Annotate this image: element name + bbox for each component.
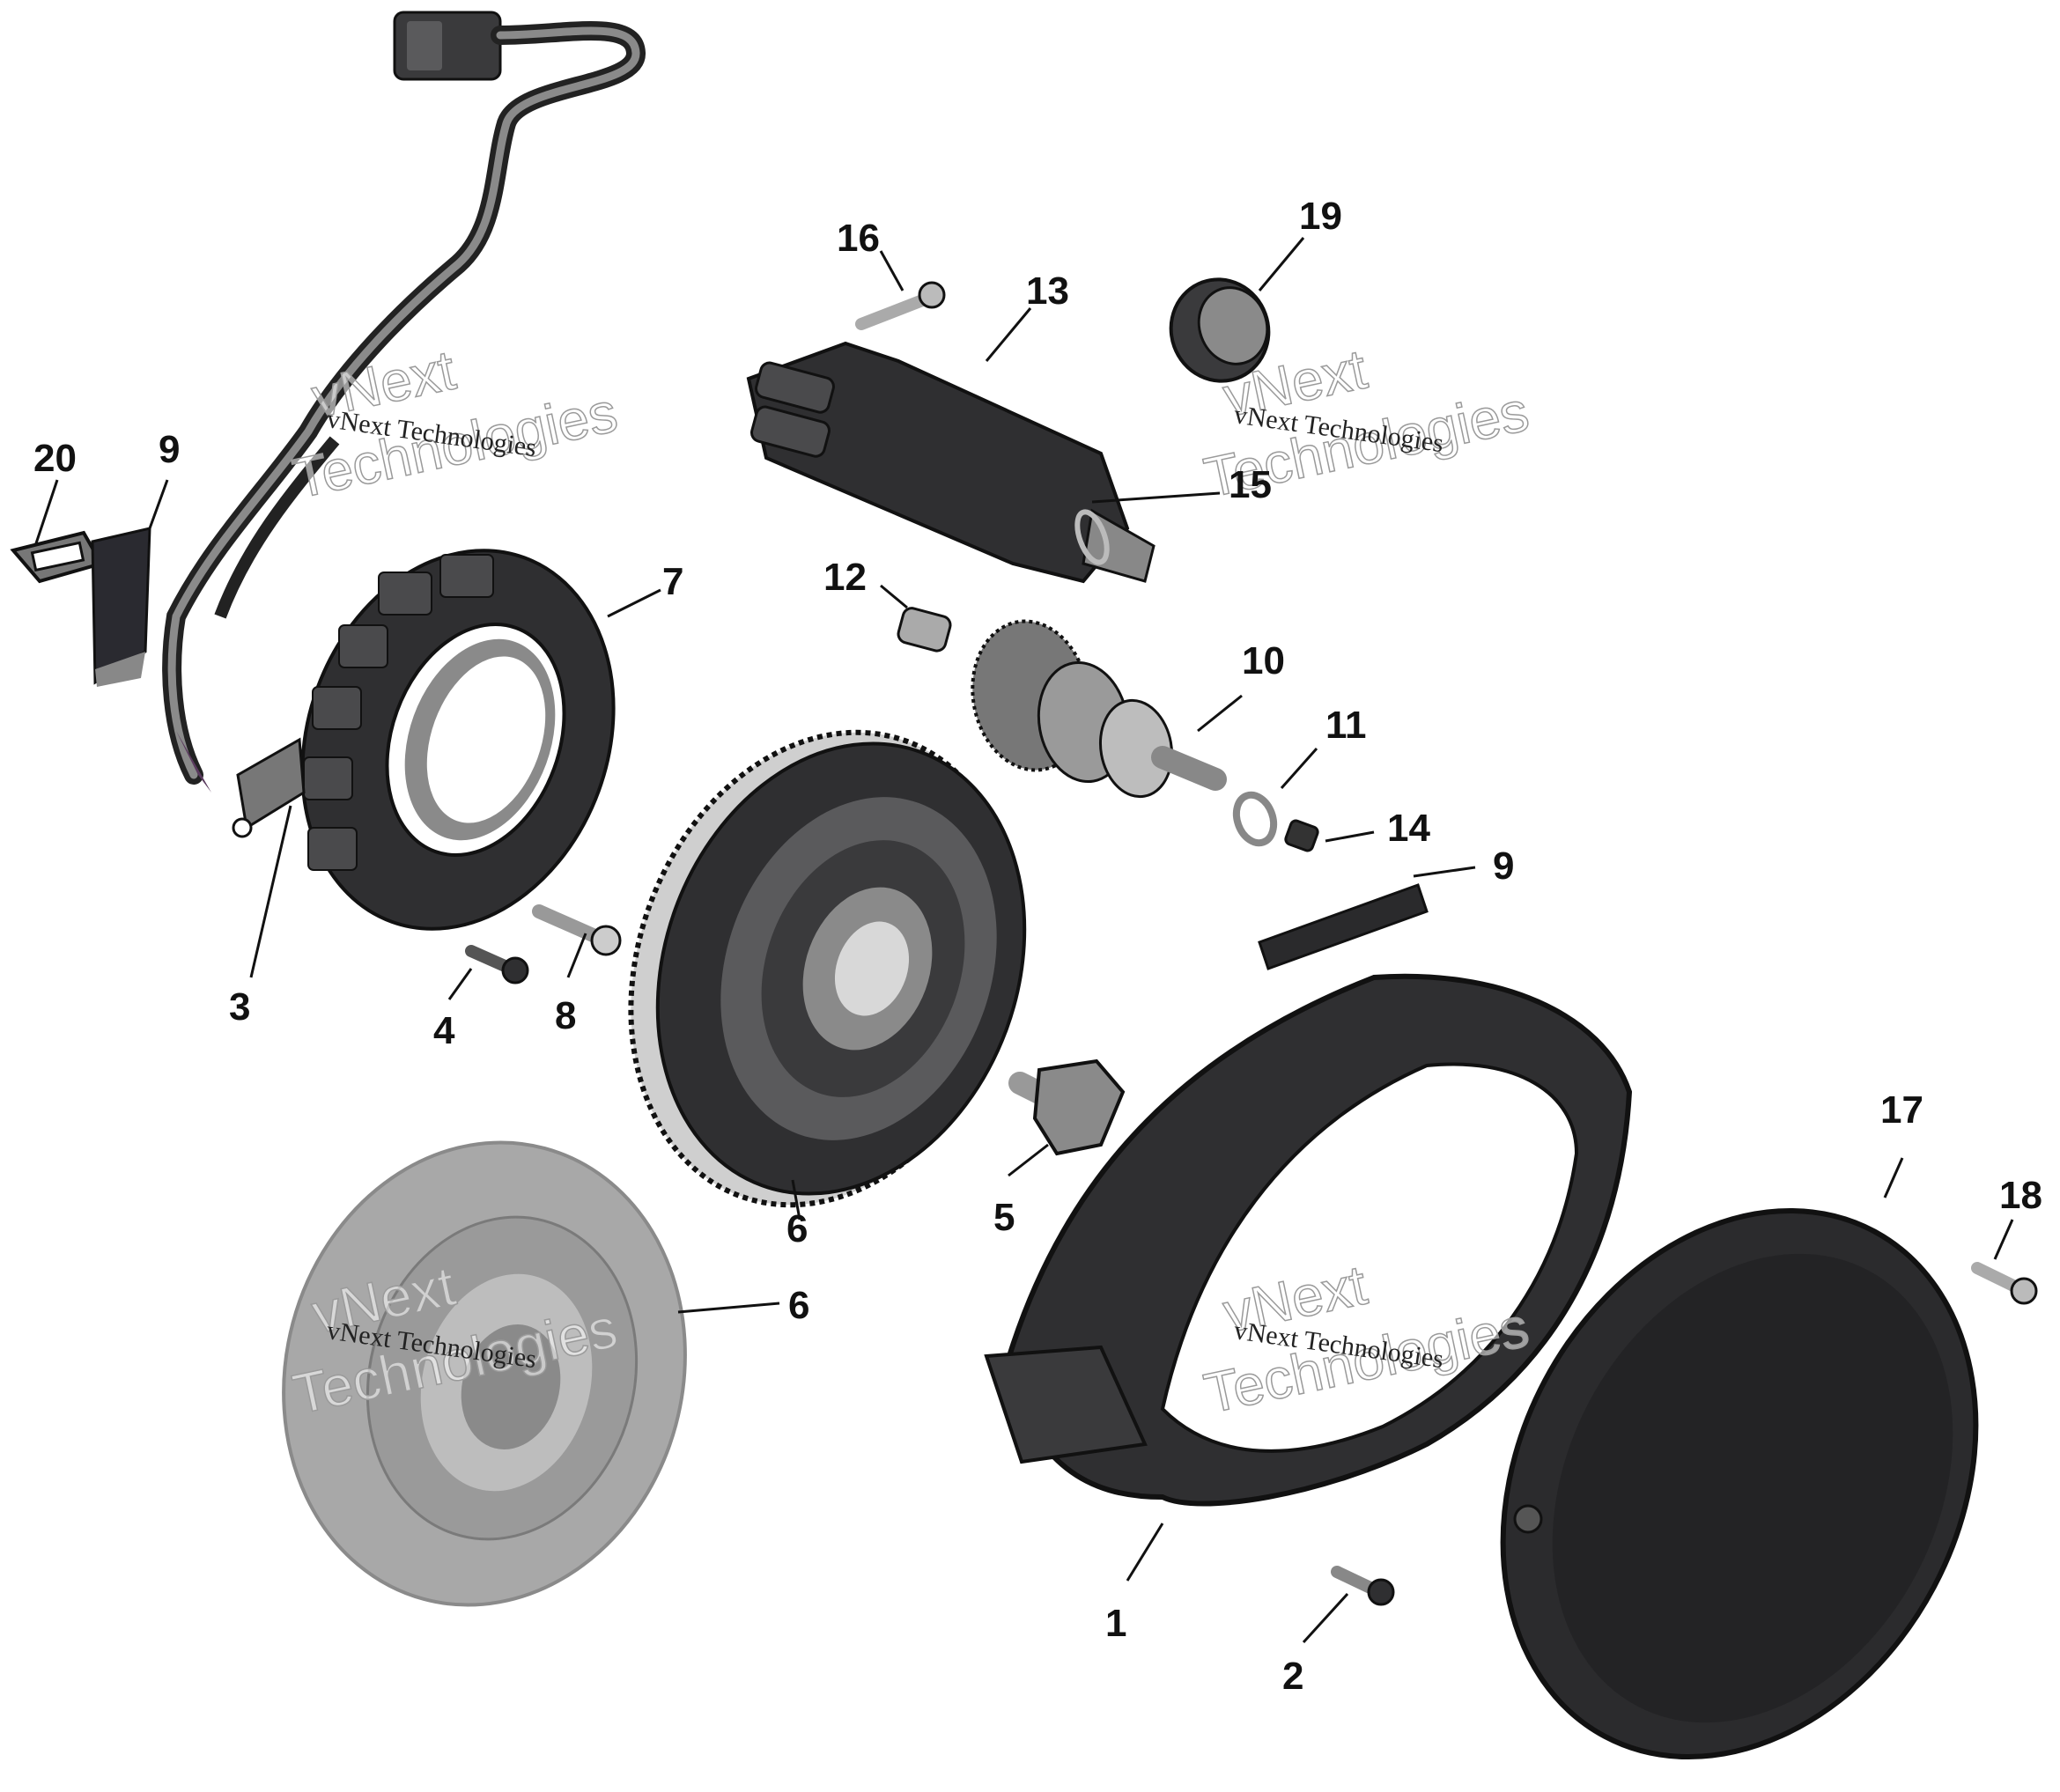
part-4-screw — [465, 945, 529, 984]
part-5-plug — [1008, 1058, 1126, 1156]
leader-lines — [33, 237, 2014, 1644]
callout-16: 16 — [837, 217, 880, 260]
callout-18: 18 — [1999, 1174, 2042, 1217]
callout-7: 7 — [662, 560, 683, 603]
callout-20: 20 — [33, 437, 77, 480]
callout-5: 5 — [993, 1196, 1015, 1239]
part-17-cover — [1500, 1207, 1979, 1760]
leader-5 — [1008, 1143, 1049, 1177]
part-3-stator — [232, 549, 616, 931]
callout-numbers: 20 9 7 3 4 8 16 13 19 15 12 10 11 14 9 6… — [33, 195, 2042, 1698]
leader-16 — [879, 250, 904, 291]
leader-9b — [1413, 866, 1476, 878]
callout-8: 8 — [555, 994, 576, 1037]
part-15-oring — [1074, 509, 1110, 565]
callout-11: 11 — [1325, 704, 1367, 747]
part-16-bolt — [855, 281, 946, 330]
part-19-bushing — [1169, 277, 1271, 383]
leader-20 — [33, 479, 59, 547]
leader-8 — [566, 933, 587, 978]
part-18-bolt — [1971, 1262, 2038, 1305]
callout-3: 3 — [229, 985, 250, 1029]
part-11-washer — [1232, 791, 1278, 847]
leader-10 — [1197, 694, 1243, 733]
part-6-flywheel-ghost — [282, 1140, 687, 1607]
callout-12: 12 — [823, 556, 867, 599]
leader-7 — [607, 588, 661, 618]
callout-15: 15 — [1229, 463, 1272, 506]
callout-17: 17 — [1880, 1088, 1923, 1132]
wiring-harness — [162, 11, 646, 793]
callout-9-left: 9 — [159, 428, 180, 471]
part-8-bolt — [532, 904, 622, 956]
callout-4: 4 — [433, 1009, 455, 1052]
part-10-starter-drive — [971, 619, 1227, 799]
part-2-screw — [1331, 1566, 1395, 1606]
callout-6-ghost: 6 — [788, 1284, 809, 1327]
callout-9-right: 9 — [1493, 844, 1514, 888]
leader-3 — [249, 805, 292, 978]
callout-14: 13 — [1026, 269, 1069, 313]
leader-14 — [985, 307, 1032, 362]
part-6-flywheel — [628, 729, 1027, 1208]
part-20-clip — [10, 530, 105, 584]
callout-1: 1 — [1105, 1602, 1126, 1645]
leader-12 — [880, 584, 908, 609]
leader-6b — [677, 1302, 780, 1314]
part-13-cap — [1284, 819, 1319, 852]
part-9-strip-right — [1258, 883, 1429, 970]
part-9-grommet-left — [91, 527, 151, 687]
leader-9a — [148, 479, 169, 529]
leader-13 — [1325, 830, 1375, 843]
part-12-bushing — [897, 607, 952, 653]
callout-6-flywheel: 6 — [786, 1207, 808, 1250]
callout-19: 19 — [1299, 195, 1342, 238]
callout-10: 10 — [1242, 639, 1285, 682]
part-14-starter-motor — [746, 341, 1156, 584]
leader-2 — [1302, 1592, 1349, 1644]
leader-11 — [1280, 748, 1318, 789]
part-1-housing — [984, 973, 1633, 1507]
watermark-1: vNext Technologies — [287, 337, 624, 511]
leader-19 — [1258, 237, 1305, 291]
leader-6a — [791, 1179, 801, 1220]
callout-13: 14 — [1387, 807, 1430, 850]
leader-4 — [447, 968, 473, 1000]
leader-18 — [1993, 1219, 2014, 1260]
callout-2: 2 — [1282, 1655, 1303, 1698]
leader-15 — [1091, 491, 1221, 504]
leader-1 — [1126, 1523, 1164, 1582]
leader-17 — [1883, 1157, 1904, 1198]
